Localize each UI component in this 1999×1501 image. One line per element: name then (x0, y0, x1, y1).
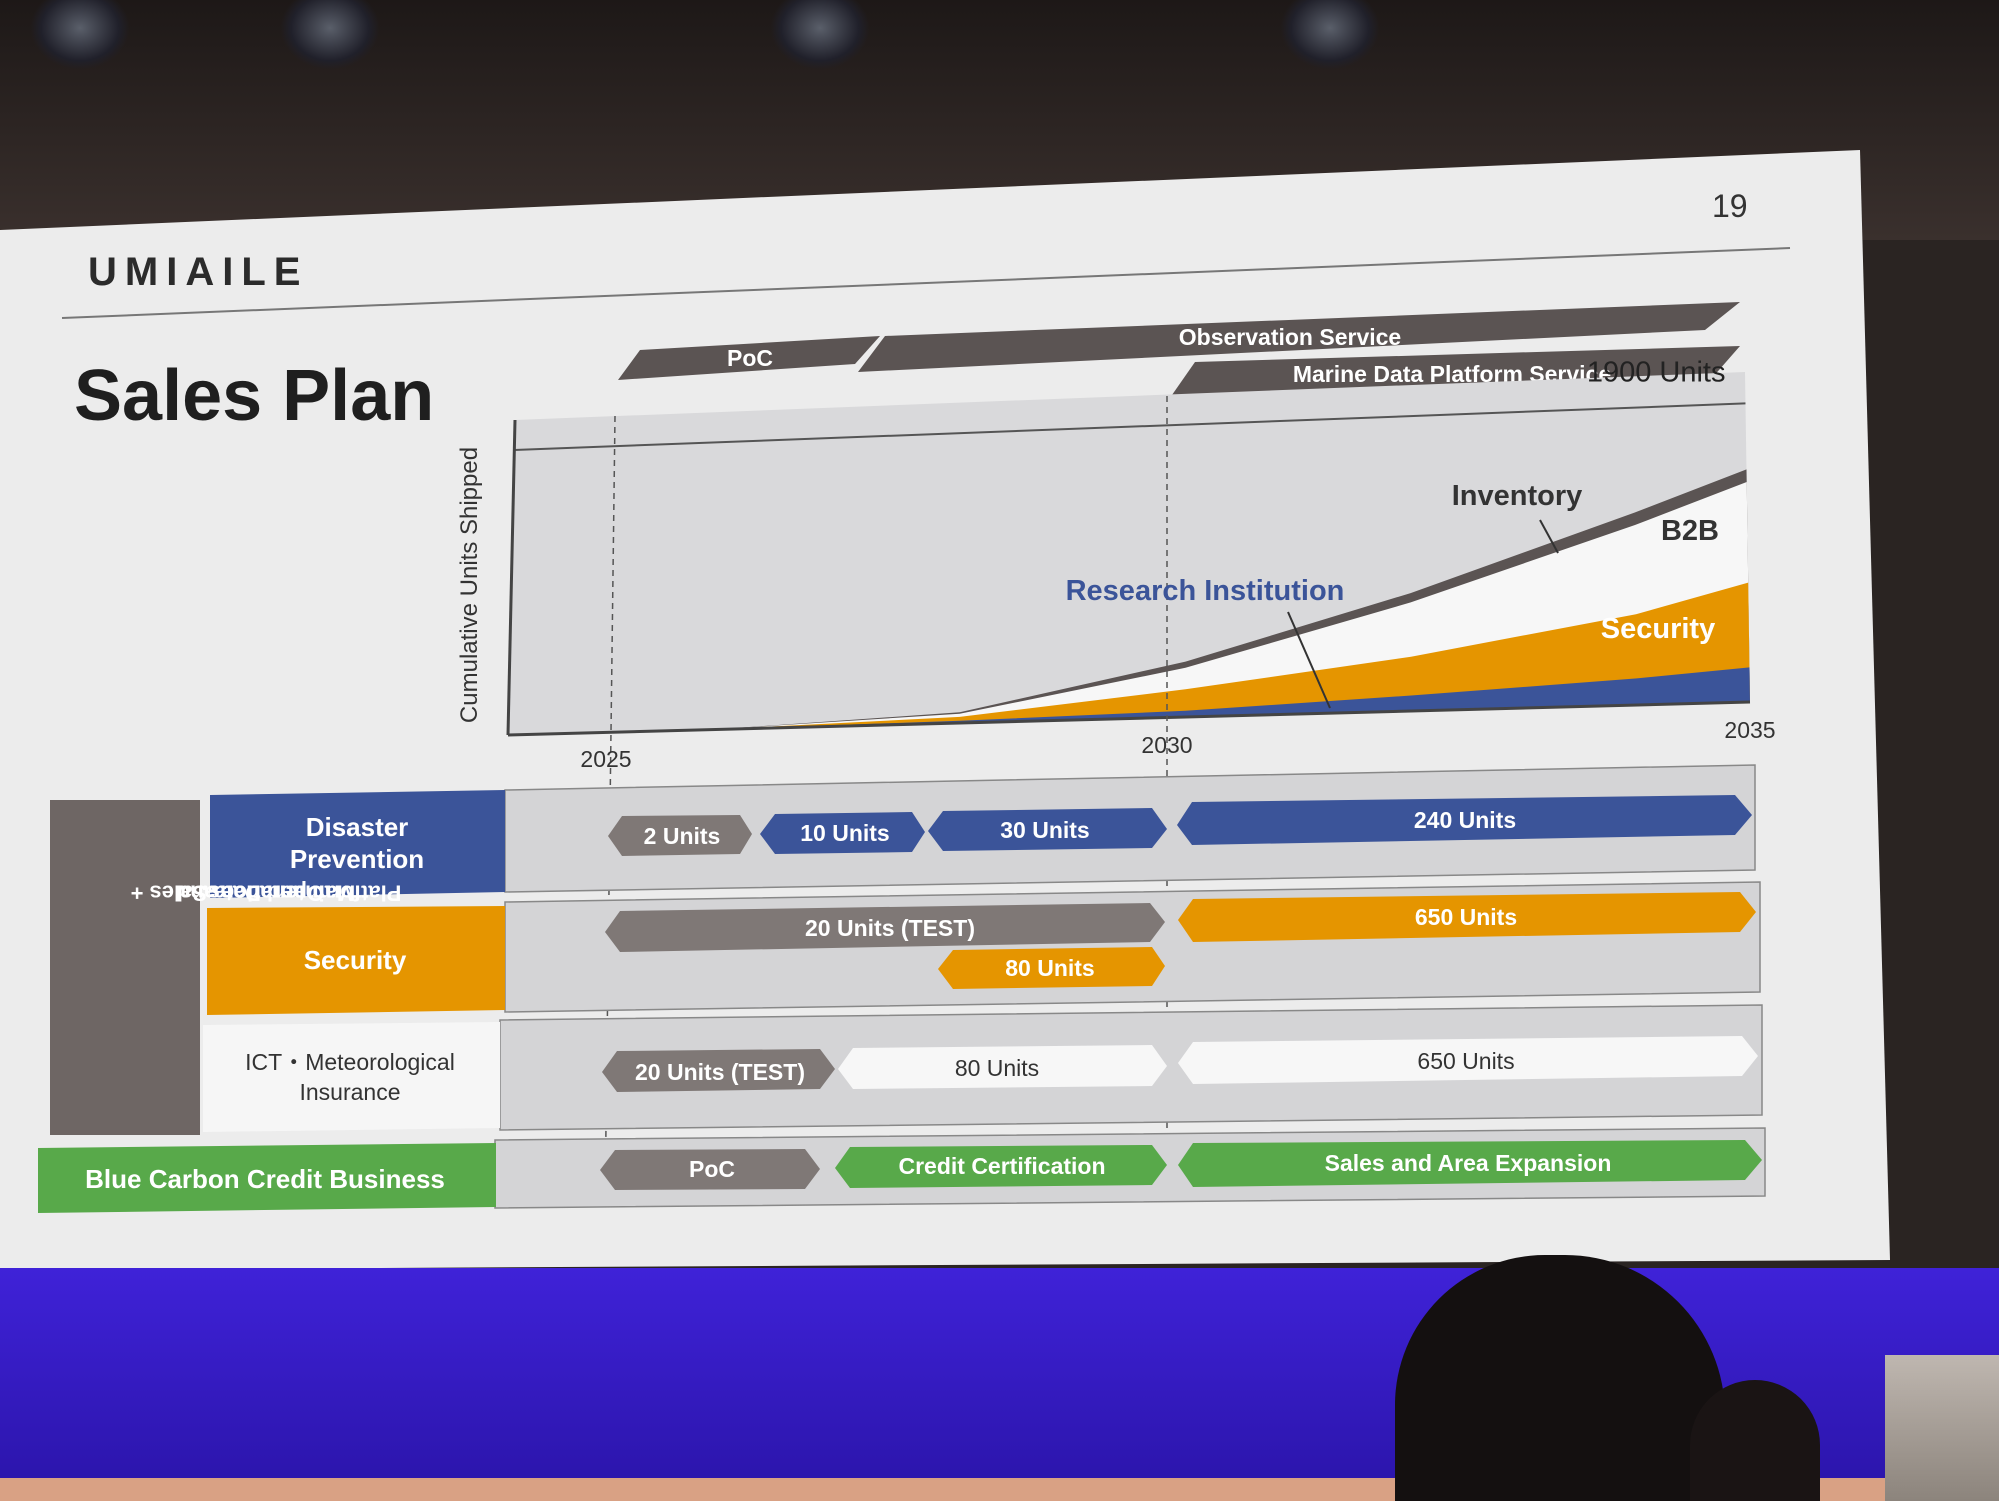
security-arrow-80-units[interactable] (938, 947, 1165, 989)
ict-arrow-80-units[interactable] (838, 1045, 1167, 1089)
ict-arrow-20-units-test[interactable] (602, 1049, 835, 1092)
series-area-research-institution (508, 667, 1750, 735)
series-label-inventory: Inventory (1452, 480, 1583, 512)
poc-phase-label: PoC (727, 345, 773, 371)
blue-carbon-header-label: Blue Carbon Credit Business (85, 1164, 445, 1194)
observation-service-arrow[interactable] (858, 302, 1740, 372)
series-label-security: Security (1601, 613, 1715, 645)
cap-label: 1900 Units (1587, 356, 1726, 388)
audience-head (1690, 1380, 1820, 1501)
security-arrow-20-units-test[interactable] (605, 903, 1165, 952)
ceiling-light (30, 0, 130, 70)
security-arrow-650-units-label: 650 Units (1415, 904, 1517, 930)
y-axis-line (506, 419, 517, 736)
ict-arrow-80-units-label: 80 Units (955, 1055, 1039, 1081)
security-arrow-650-units[interactable] (1178, 892, 1756, 942)
blue-carbon-arrow-poc[interactable] (600, 1149, 820, 1190)
ict-arrow-650-units-label: 650 Units (1417, 1048, 1514, 1074)
ict-header-line2: Insurance (299, 1079, 400, 1105)
inventory-pointer (1539, 519, 1559, 554)
blue-carbon-arrow-credit-certification-label: Credit Certification (898, 1153, 1105, 1179)
ict-header (203, 1022, 500, 1132)
security-header (207, 906, 505, 1015)
cap-line-1900 (514, 402, 1746, 451)
disaster-arrow-10-units[interactable] (760, 812, 925, 854)
security-header-label: Security (304, 945, 407, 975)
disaster-arrow-240-units-label: 240 Units (1414, 807, 1516, 833)
disaster-arrow-240-units[interactable] (1177, 795, 1752, 845)
disaster-arrow-2-units[interactable] (608, 815, 752, 856)
x-tick-2025: 2025 (580, 746, 631, 772)
disaster-arrow-2-units-label: 2 Units (644, 823, 721, 849)
header-divider (61, 247, 1791, 319)
security-arrow-20-units-test-label: 20 Units (TEST) (805, 915, 975, 941)
blue-carbon-arrow-sales-expansion-label: Sales and Area Expansion (1325, 1150, 1612, 1176)
blue-carbon-arrow-sales-expansion[interactable] (1178, 1140, 1762, 1187)
poc-phase-arrow[interactable] (618, 336, 880, 380)
chart-series-group (508, 469, 1750, 735)
security-arrow-80-units-label: 80 Units (1005, 955, 1094, 981)
audience-head (1395, 1255, 1725, 1501)
disaster-header-line2: Prevention (290, 844, 424, 874)
ceiling-light (280, 0, 380, 70)
disaster-arrow-30-units-label: 30 Units (1000, 817, 1089, 843)
company-logo: UMIAILE (88, 250, 309, 294)
observation-service-label: Observation Service (1179, 324, 1401, 350)
blue-carbon-arrow-credit-certification[interactable] (835, 1145, 1167, 1188)
ict-header-line1: ICT・Meteorological (245, 1049, 455, 1075)
ict-arrow-20-units-test-label: 20 Units (TEST) (635, 1059, 805, 1085)
ceiling-light (770, 0, 870, 70)
platform-data-sales-vertical-label: Platform and Data Sales +Maintenance and… (50, 800, 401, 1135)
ict-arrow-650-units[interactable] (1178, 1036, 1758, 1084)
blue-carbon-arrow-poc-label: PoC (689, 1156, 735, 1182)
series-label-research: Research Institution (1066, 575, 1345, 607)
page-title: Sales Plan (74, 356, 435, 436)
x-tick-2035: 2035 (1724, 717, 1775, 743)
disaster-prevention-header (210, 790, 505, 898)
disaster-arrow-10-units-label: 10 Units (800, 820, 889, 846)
podium (1885, 1355, 1999, 1501)
series-label-b2b: B2B (1661, 515, 1719, 547)
x-axis-line (507, 700, 1751, 737)
ceiling-light (1280, 0, 1380, 70)
research-pointer (1287, 611, 1331, 709)
x-tick-2030: 2030 (1141, 732, 1192, 758)
page-number: 19 (1712, 188, 1748, 224)
disaster-header-line1: Disaster (306, 812, 409, 842)
disaster-arrow-30-units[interactable] (928, 808, 1167, 851)
blue-carbon-header (38, 1143, 496, 1213)
